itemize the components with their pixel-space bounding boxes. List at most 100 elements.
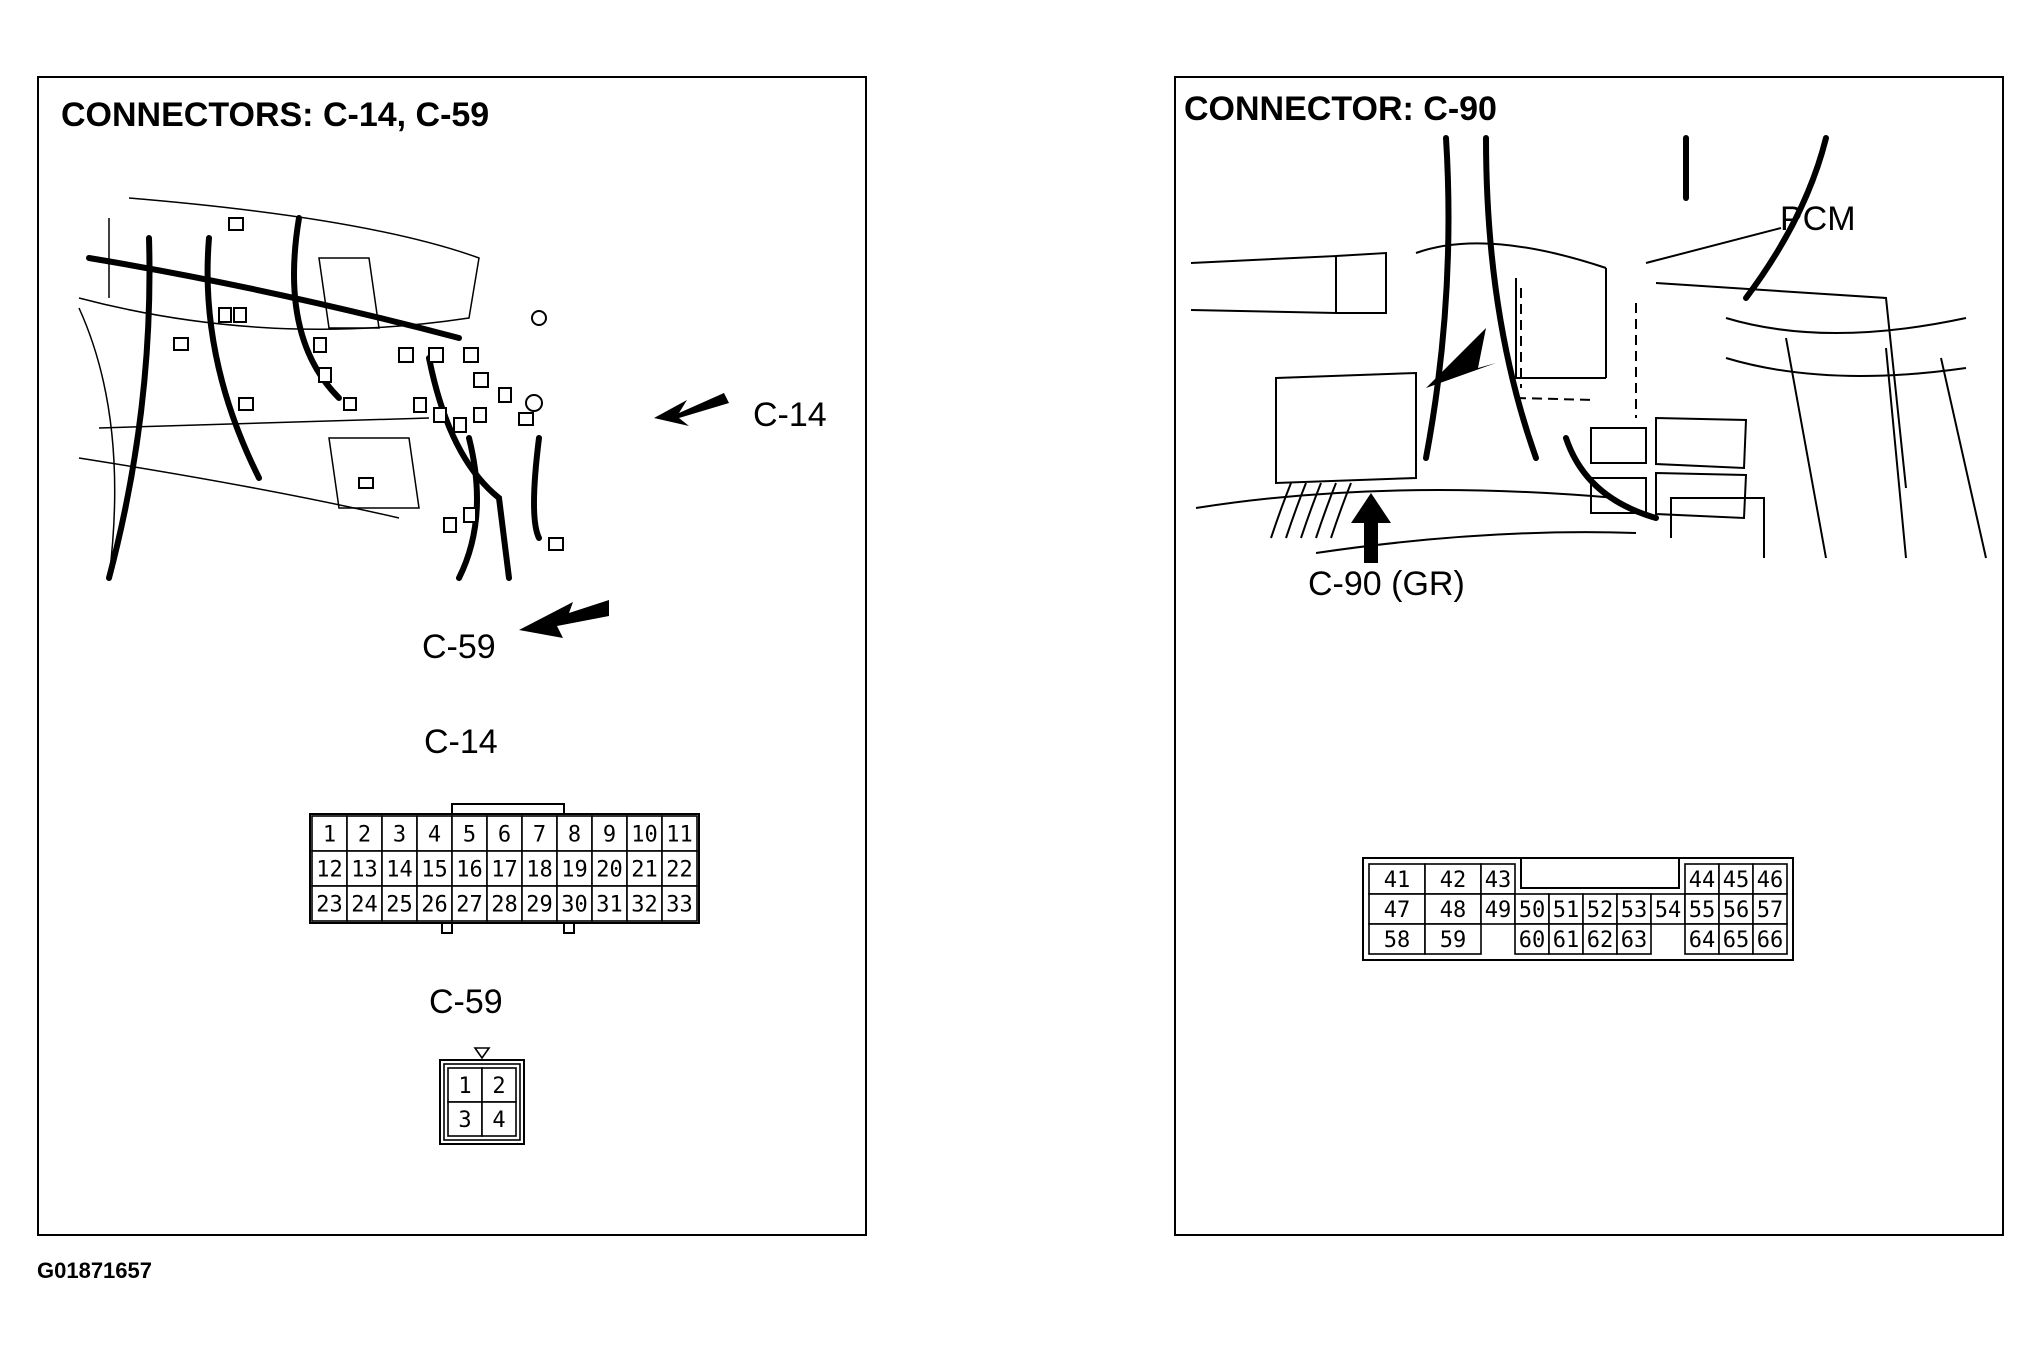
c14-cavity — [486, 815, 523, 852]
panel-title-right: CONNECTOR: C-90 — [1184, 90, 1497, 128]
c14-cavity — [661, 815, 698, 852]
c14-pin-label: 7 — [533, 822, 546, 847]
dashboard-harness-drawing — [78, 197, 564, 581]
c90-pin-label: 65 — [1723, 928, 1750, 953]
c14-pin-label: 20 — [596, 857, 623, 882]
c90-pin-label: 60 — [1519, 928, 1546, 953]
c14-arrow — [654, 393, 729, 426]
c90-pin-label: 45 — [1723, 868, 1750, 893]
c14-pin-label: 17 — [491, 857, 518, 882]
c90-cavity — [1368, 923, 1426, 955]
c90-cavity — [1514, 923, 1550, 955]
c14-cavity — [591, 815, 628, 852]
c14-cavity — [661, 850, 698, 887]
c59-cavity — [447, 1101, 483, 1137]
callout-c14: C-14 — [753, 396, 827, 434]
c90-cavity — [1684, 923, 1720, 955]
c90-cavity — [1752, 923, 1788, 955]
c14-pin-label: 8 — [568, 822, 581, 847]
c59-pin-label: 1 — [458, 1074, 471, 1099]
c59-face-title: C-59 — [429, 983, 503, 1021]
c14-pin-label: 12 — [316, 857, 343, 882]
c90-pin-label: 56 — [1723, 898, 1750, 923]
c90-cavity — [1650, 893, 1686, 925]
c90-pin-label: 47 — [1384, 898, 1411, 923]
pcm-harness-drawing — [1190, 135, 1987, 559]
connector-panel-c90: CONNECTOR: C-90 — [1174, 76, 2004, 1236]
c14-pin-label: 31 — [596, 892, 623, 917]
c14-face-title: C-14 — [424, 723, 498, 761]
c90-cavity — [1616, 893, 1652, 925]
c90-cavity — [1480, 863, 1516, 895]
c14-pin-label: 2 — [358, 822, 371, 847]
c90-arrow — [1351, 493, 1391, 563]
c14-guide-left — [441, 922, 453, 934]
c59-housing-outer — [439, 1059, 525, 1145]
c14-pin-label: 16 — [456, 857, 483, 882]
c90-pin-label: 64 — [1689, 928, 1716, 953]
c14-housing-outline — [309, 813, 700, 924]
c59-polarity-mark — [473, 1047, 491, 1060]
c90-pin-label: 53 — [1621, 898, 1648, 923]
c14-pin-label: 13 — [351, 857, 378, 882]
c14-cavity — [486, 850, 523, 887]
c90-cavity — [1616, 923, 1652, 955]
c14-cavity — [451, 885, 488, 922]
c59-pin-label: 2 — [492, 1074, 505, 1099]
c90-pin-label: 61 — [1553, 928, 1580, 953]
c14-pin-label: 26 — [421, 892, 448, 917]
c90-pin-label: 46 — [1757, 868, 1784, 893]
c14-cavity — [521, 815, 558, 852]
c59-arrow — [519, 600, 609, 638]
c14-pin-label: 19 — [561, 857, 588, 882]
connector-panel-c14-c59: CONNECTORS: C-14, C-59 — [37, 76, 867, 1236]
c14-pin-label: 33 — [666, 892, 693, 917]
c14-cavity — [556, 815, 593, 852]
c90-pin-label: 42 — [1440, 868, 1467, 893]
c14-cavity — [591, 850, 628, 887]
c90-cavity — [1752, 893, 1788, 925]
c14-pin-label: 23 — [316, 892, 343, 917]
c14-cavity — [416, 815, 453, 852]
callout-c59: C-59 — [422, 628, 496, 666]
c14-guide-right — [563, 922, 575, 934]
c14-pin-label: 21 — [631, 857, 658, 882]
pcm-leader-line — [1645, 227, 1782, 264]
figure-id: G01871657 — [37, 1258, 152, 1283]
c59-pin-label: 4 — [492, 1108, 505, 1133]
c90-pin-label: 50 — [1519, 898, 1546, 923]
c14-pin-label: 22 — [666, 857, 693, 882]
c14-pin-label: 30 — [561, 892, 588, 917]
c90-cavity — [1424, 923, 1482, 955]
c14-pin-label: 4 — [428, 822, 441, 847]
c90-pin-label: 44 — [1689, 868, 1716, 893]
c14-pin-label: 1 — [323, 822, 336, 847]
c14-pin-label: 14 — [386, 857, 413, 882]
c14-pin-label: 5 — [463, 822, 476, 847]
c59-housing-inner — [443, 1063, 521, 1141]
c14-cavity — [521, 885, 558, 922]
c90-pin-label: 66 — [1757, 928, 1784, 953]
c14-cavity — [591, 885, 628, 922]
c14-pin-label: 3 — [393, 822, 406, 847]
c90-pin-label: 48 — [1440, 898, 1467, 923]
c90-pin-label: 58 — [1384, 928, 1411, 953]
c14-cavity — [451, 850, 488, 887]
c14-pin-label: 25 — [386, 892, 413, 917]
c90-pin-label: 49 — [1485, 898, 1512, 923]
c90-cavity — [1752, 863, 1788, 895]
c90-pin-label: 54 — [1655, 898, 1682, 923]
c14-lock-tab — [451, 803, 565, 814]
c14-pin-label: 9 — [603, 822, 616, 847]
c14-pin-label: 15 — [421, 857, 448, 882]
c90-cavity — [1514, 893, 1550, 925]
c14-cavity — [416, 885, 453, 922]
c59-cavity — [481, 1067, 517, 1103]
c14-pin-label: 10 — [631, 822, 658, 847]
c90-pin-label: 51 — [1553, 898, 1580, 923]
c90-pin-label: 41 — [1384, 868, 1411, 893]
c90-pin-label: 62 — [1587, 928, 1614, 953]
c90-cavity — [1684, 893, 1720, 925]
